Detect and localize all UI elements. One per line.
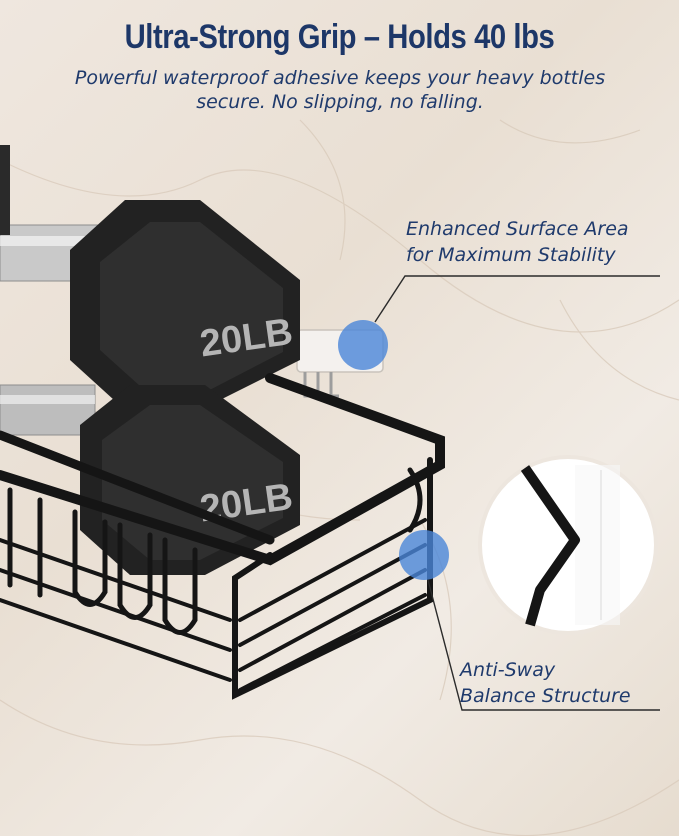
surface-marker <box>338 320 388 370</box>
callout-sway-line2: Balance Structure <box>460 685 631 707</box>
subheadline: Powerful waterproof adhesive keeps your … <box>74 67 606 113</box>
headline: Ultra-Strong Grip – Holds 40 lbs <box>124 18 555 56</box>
callout-surface-area: Enhanced Surface Area for Maximum Stabil… <box>406 216 668 268</box>
callout-sway-line1: Anti-Sway <box>460 659 556 681</box>
dumbbell-top: 20LB <box>0 145 300 410</box>
callout-surface-line1: Enhanced Surface Area <box>406 218 629 240</box>
callout-surface-line2: for Maximum Stability <box>406 244 616 266</box>
leader-lines <box>374 275 660 711</box>
sway-marker <box>399 530 449 580</box>
wire-basket <box>0 373 445 700</box>
zoom-detail <box>478 455 658 635</box>
callout-anti-sway: Anti-Sway Balance Structure <box>460 657 675 709</box>
